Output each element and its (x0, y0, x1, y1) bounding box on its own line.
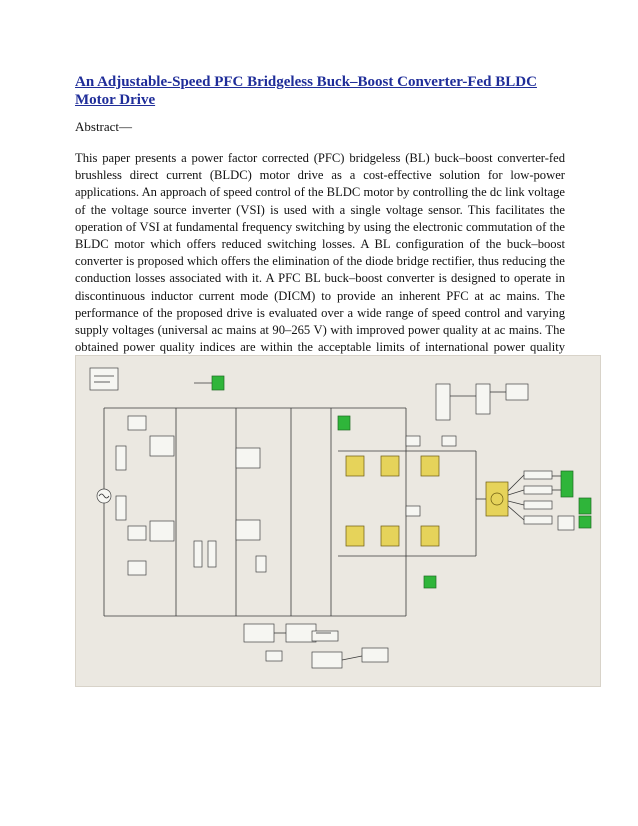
abstract-label: Abstract— (75, 119, 133, 134)
mosfet-block (235, 447, 261, 469)
capacitor-block (115, 495, 127, 521)
bldc-motor-block (485, 481, 509, 517)
inverter-switch-block (420, 455, 440, 477)
scope-block-small (557, 515, 575, 531)
switch-block (127, 560, 147, 576)
powergui-block (89, 367, 119, 391)
scope-block (578, 515, 592, 529)
simulink-model-figure (75, 355, 601, 687)
hall-sensor-block (475, 383, 491, 415)
inverter-switch-block (420, 525, 440, 547)
scope-block (578, 497, 592, 515)
scope-block (211, 375, 225, 391)
mosfet-block (149, 435, 175, 457)
voltage-controller-block (285, 623, 317, 643)
gate-signal-block (405, 505, 421, 517)
mosfet-block (235, 519, 261, 541)
inductor-block (193, 540, 203, 568)
inductor-block (207, 540, 217, 568)
pwm-generator-block (243, 623, 275, 643)
reference-voltage-block (311, 651, 343, 669)
measurement-block (523, 485, 553, 495)
mosfet-block (149, 520, 175, 542)
measurement-block (523, 515, 553, 525)
scope-block (560, 470, 574, 498)
voltage-sensor-block (361, 647, 389, 663)
constant-block (311, 630, 339, 642)
measurement-block (523, 500, 553, 510)
document-title: An Adjustable-Speed PFC Bridgeless Buck–… (75, 74, 537, 108)
capacitor-block (255, 555, 267, 573)
switch-block (127, 525, 147, 541)
gate-signal-block (405, 435, 421, 447)
measurement-block (523, 470, 553, 480)
inverter-switch-block (345, 525, 365, 547)
switch-block (127, 415, 147, 431)
gain-block (265, 650, 283, 662)
demux-block (505, 383, 529, 401)
simulink-diagram (89, 367, 592, 669)
inductor-block (115, 445, 127, 471)
inverter-switch-block (345, 455, 365, 477)
scope-block (337, 415, 351, 431)
decoder-block (435, 383, 451, 421)
gate-signal-block (441, 435, 457, 447)
inverter-switch-block (380, 525, 400, 547)
inverter-switch-block (380, 455, 400, 477)
scope-block (423, 575, 437, 589)
